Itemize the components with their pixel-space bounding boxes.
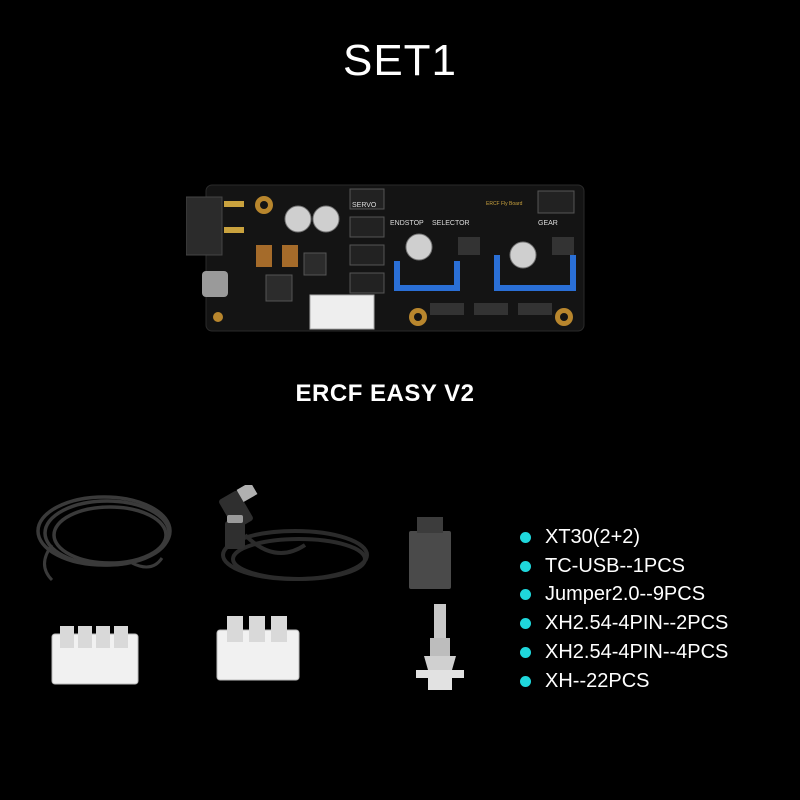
list-item: TC-USB--1PCS (520, 552, 728, 581)
accessory-list: XT30(2+2) TC-USB--1PCS Jumper2.0--9PCS X… (520, 523, 728, 696)
bullet-icon (520, 589, 531, 601)
xh-connector-image (51, 626, 139, 685)
label-brand: ERCF Fly Board (486, 201, 523, 207)
bullet-icon (520, 647, 531, 659)
bullet-icon (520, 531, 531, 543)
list-item-label: XH2.54-4PIN--4PCS (545, 641, 729, 664)
list-item-label: XH2.54-4PIN--2PCS (545, 612, 729, 635)
list-item: Jumper2.0--9PCS (520, 581, 728, 610)
label-gear: GEAR (538, 220, 558, 227)
list-item: XH2.54-4PIN--4PCS (520, 638, 728, 667)
xh-connector-image (216, 616, 300, 681)
crimp-terminal-image (416, 604, 464, 690)
bullet-icon (520, 618, 531, 630)
label-servo: SERVO (352, 202, 377, 209)
list-item-label: XH--22PCS (545, 669, 650, 692)
usb-cable-image (219, 485, 369, 581)
page-title: SET1 (342, 36, 458, 85)
list-item: XH--22PCS (520, 667, 728, 696)
list-item: XH2.54-4PIN--2PCS (520, 609, 728, 638)
list-item-label: TC-USB--1PCS (545, 554, 686, 577)
bullet-icon (520, 675, 531, 687)
pcb-board-image: SERVO ENDSTOP SELECTOR GEAR ERCF Fly Boa… (186, 184, 585, 332)
product-name: ERCF EASY V2 (295, 380, 475, 407)
jumper-image (409, 517, 451, 589)
label-selector: SELECTOR (432, 220, 470, 227)
list-item-label: XT30(2+2) (545, 525, 641, 548)
label-endstop: ENDSTOP (390, 220, 424, 227)
bullet-icon (520, 560, 531, 572)
list-item: XT30(2+2) (520, 523, 728, 552)
list-item-label: Jumper2.0--9PCS (545, 583, 706, 606)
grey-cable-image (36, 495, 172, 582)
